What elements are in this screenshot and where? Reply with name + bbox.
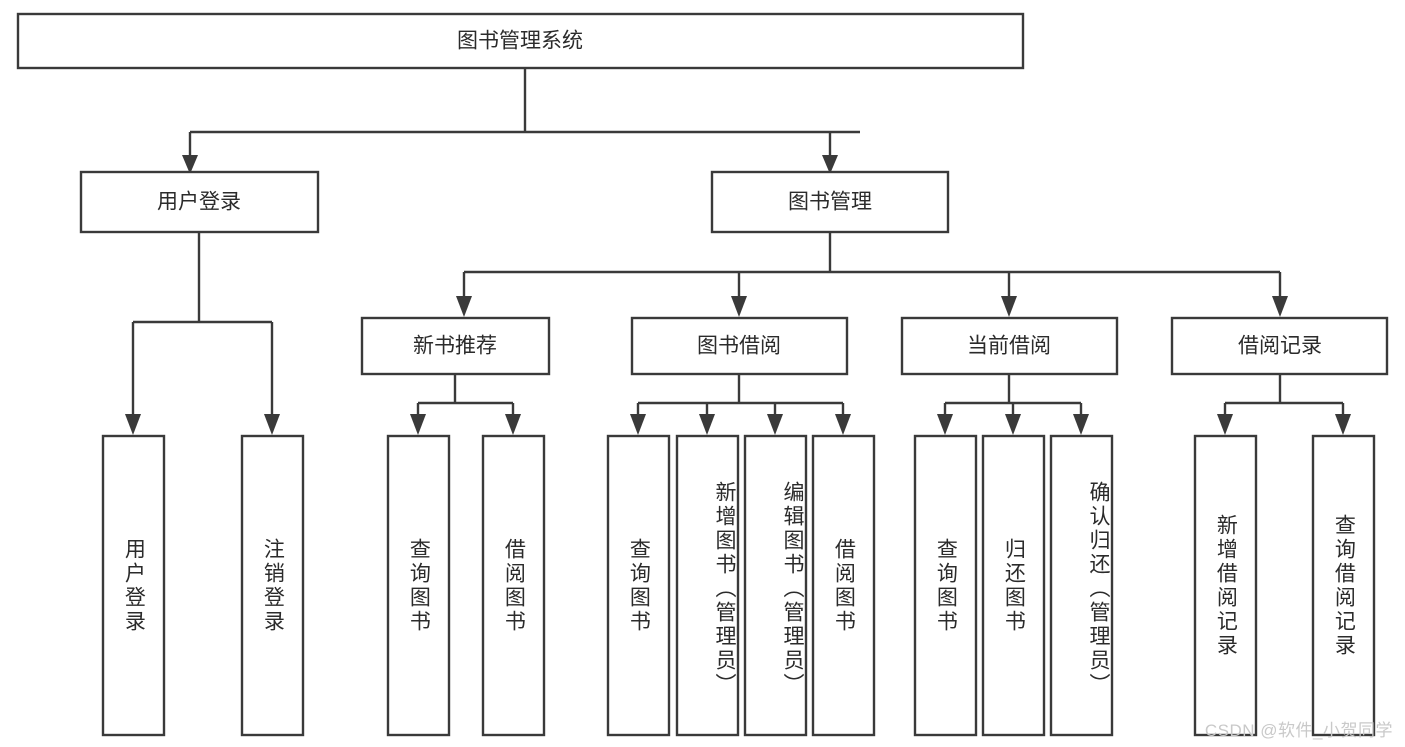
arrow-head-icon [1073, 414, 1089, 435]
arrow-head-icon [731, 296, 747, 317]
connector-newbook-to-leaves [410, 374, 521, 435]
arrow-head-icon [1001, 296, 1017, 317]
leaf-box-user-login[interactable] [101, 434, 166, 737]
arrow-head-icon [767, 414, 783, 435]
arrow-head-icon [1335, 414, 1351, 435]
node-borrow-record-label: 借阅记录 [1238, 335, 1322, 358]
node-root-label: 图书管理系统 [457, 30, 583, 53]
arrow-head-icon [456, 296, 472, 317]
arrow-head-icon [125, 414, 141, 435]
node-root[interactable]: 图书管理系统 [16, 12, 1025, 70]
connector-currentborrow-to-leaves [937, 374, 1089, 435]
node-new-book-recommend[interactable]: 新书推荐 [360, 316, 551, 376]
node-book-borrow[interactable]: 图书借阅 [630, 316, 849, 376]
leaf-box-cb-confirm[interactable] [1049, 434, 1114, 737]
arrow-head-icon [937, 414, 953, 435]
arrow-head-icon [699, 414, 715, 435]
arrow-head-icon [630, 414, 646, 435]
connector-bookborrow-to-leaves [630, 374, 851, 435]
leaf-box-bb-edit[interactable] [743, 434, 808, 737]
arrow-head-icon [822, 155, 838, 174]
connector-userlogin-to-leaves [125, 232, 280, 435]
node-user-login-label: 用户登录 [157, 191, 241, 214]
node-book-borrow-label: 图书借阅 [697, 335, 781, 358]
node-new-book-recommend-label: 新书推荐 [413, 335, 497, 358]
connector-bookmgmt-to-level3 [456, 232, 1288, 317]
leaf-box-cb-query[interactable] [913, 434, 978, 737]
node-borrow-record[interactable]: 借阅记录 [1170, 316, 1389, 376]
leaf-box-br-add[interactable] [1193, 434, 1258, 737]
arrow-head-icon [182, 155, 198, 174]
arrow-head-icon [1005, 414, 1021, 435]
leaf-box-bb-add[interactable] [675, 434, 740, 737]
watermark: CSDN @软件_小贺同学 [1204, 721, 1393, 740]
leaf-box-bb-query[interactable] [606, 434, 671, 737]
leaf-box-cb-return[interactable] [981, 434, 1046, 737]
leaf-box-nbr-borrow[interactable] [481, 434, 546, 737]
node-user-login[interactable]: 用户登录 [79, 170, 320, 234]
leaf-box-nbr-query[interactable] [386, 434, 451, 737]
arrow-head-icon [505, 414, 521, 435]
leaf-box-logout[interactable] [240, 434, 305, 737]
node-book-management[interactable]: 图书管理 [710, 170, 950, 234]
node-current-borrow[interactable]: 当前借阅 [900, 316, 1119, 376]
leaf-box-bb-borrow[interactable] [811, 434, 876, 737]
arrow-head-icon [1272, 296, 1288, 317]
node-book-management-label: 图书管理 [788, 191, 872, 214]
connector-root-to-level2 [182, 68, 860, 174]
leaf-box-br-query[interactable] [1311, 434, 1376, 737]
arrow-head-icon [835, 414, 851, 435]
connector-borrowrecord-to-leaves [1217, 374, 1351, 435]
node-current-borrow-label: 当前借阅 [967, 335, 1051, 358]
arrow-head-icon [410, 414, 426, 435]
arrow-head-icon [1217, 414, 1233, 435]
arrow-head-icon [264, 414, 280, 435]
